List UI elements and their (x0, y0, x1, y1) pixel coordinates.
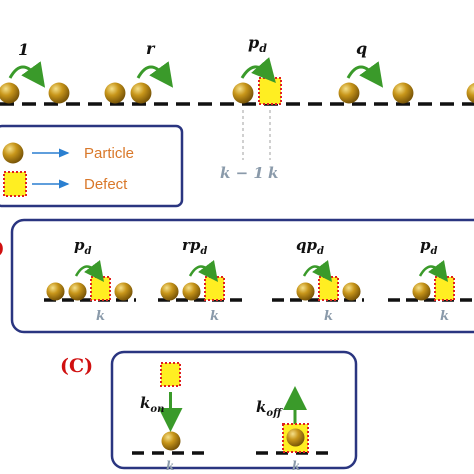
particle (48, 82, 70, 104)
panel-b-config-3 (272, 259, 364, 302)
panel-b-site-1: k (96, 309, 105, 324)
rate-label-q: q (356, 39, 367, 58)
top-particles (0, 82, 474, 104)
k-on-label: kon (140, 394, 164, 415)
panel-c-site-1: k (166, 459, 174, 473)
panel-b-site-3: k (324, 309, 333, 324)
rate-label-pd: pd (248, 33, 267, 55)
panel-c-attach (132, 362, 212, 455)
hop-arrow (346, 61, 384, 88)
panel-b-rate-2: rpd (182, 236, 207, 257)
hop-arrow (8, 61, 46, 88)
panel-b-config-2 (158, 259, 246, 302)
rate-label-r: r (146, 39, 156, 58)
hop-arrow (136, 61, 174, 88)
particle (232, 82, 254, 104)
panel-b-rate-1: pd (74, 236, 92, 257)
panel-c-label: (C) (60, 355, 93, 377)
particle (0, 82, 20, 104)
rate-label-1: 1 (18, 40, 29, 59)
panel-b-rate-3: qpd (296, 236, 324, 257)
panel-c-detach (256, 386, 336, 455)
particle (104, 82, 126, 104)
panel-b-site-2: k (210, 309, 219, 324)
site-label-k-minus-1: k − 1 (220, 164, 264, 182)
particle (338, 82, 360, 104)
legend-defect-label: Defect (84, 176, 128, 193)
panel-b-config-1 (44, 259, 136, 302)
legend-defect-icon (3, 171, 27, 197)
panel-b-label: ) (0, 238, 5, 259)
panel-b-site-4: k (440, 309, 449, 324)
particle (466, 82, 474, 104)
panel-b-rate-4: pd (420, 236, 438, 257)
particle (392, 82, 414, 104)
k-off-label: koff (256, 398, 283, 419)
panel-c-site-2: k (292, 459, 300, 473)
particle (130, 82, 152, 104)
legend-box (0, 124, 184, 208)
hop-arrow (240, 57, 276, 84)
panel-b-box (10, 218, 474, 334)
site-label-k: k (268, 164, 278, 182)
defect (258, 77, 282, 105)
panel-c-box (110, 350, 358, 470)
panel-b-config-4 (388, 259, 474, 302)
legend-particle-label: Particle (84, 145, 134, 162)
legend-particle-icon (2, 142, 24, 164)
